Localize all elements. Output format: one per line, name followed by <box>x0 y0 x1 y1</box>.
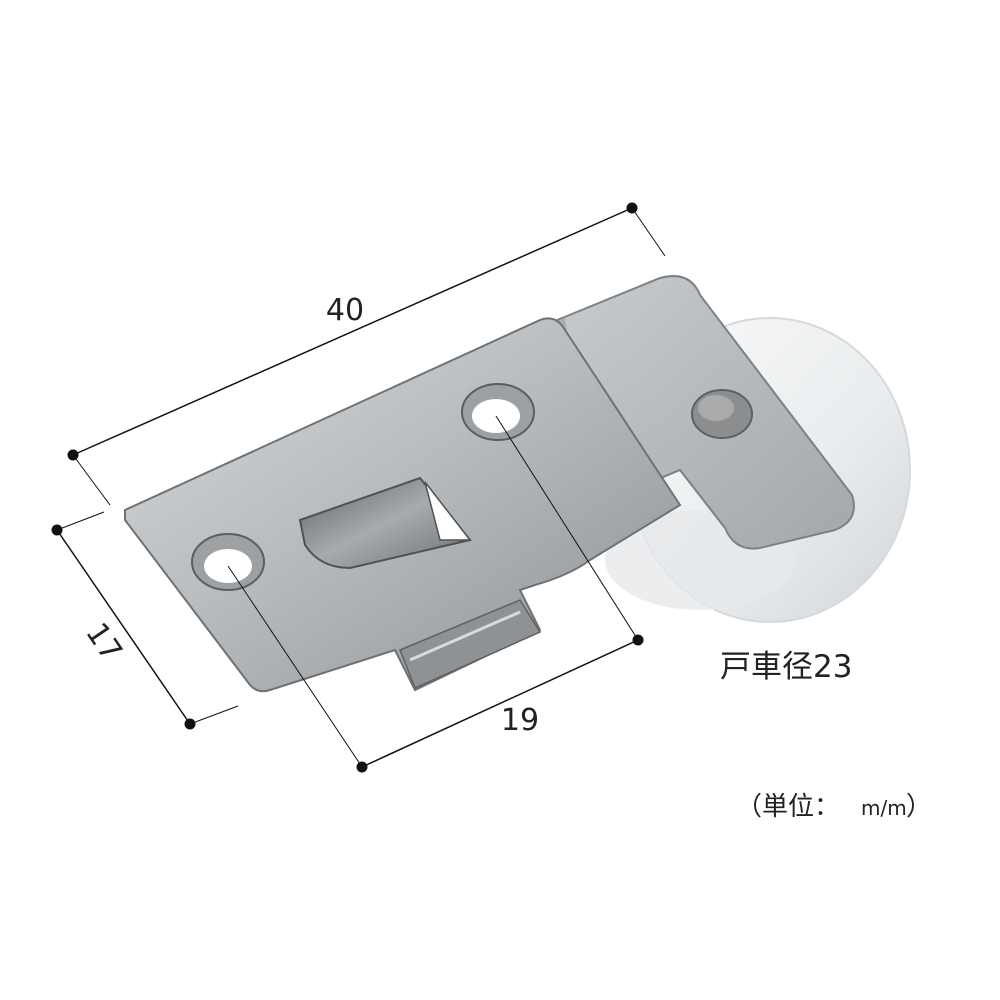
dimension-40-label: 40 <box>326 293 364 328</box>
unit-note: （単位： m/m ） <box>736 792 932 822</box>
wheel-diameter-label: 戸車径23 <box>720 649 852 685</box>
unit-prefix: （単位： <box>736 792 840 822</box>
screw-hole-left <box>191 533 265 591</box>
dimension-19-label: 19 <box>501 703 539 738</box>
unit-mm: m/m <box>861 796 907 820</box>
slot-opening <box>298 476 472 570</box>
screw-hole-right <box>461 383 535 441</box>
dimension-19: 19 <box>227 415 644 773</box>
unit-suffix: ） <box>906 792 932 822</box>
rivet <box>691 389 753 439</box>
dimension-40: 40 <box>67 202 666 506</box>
